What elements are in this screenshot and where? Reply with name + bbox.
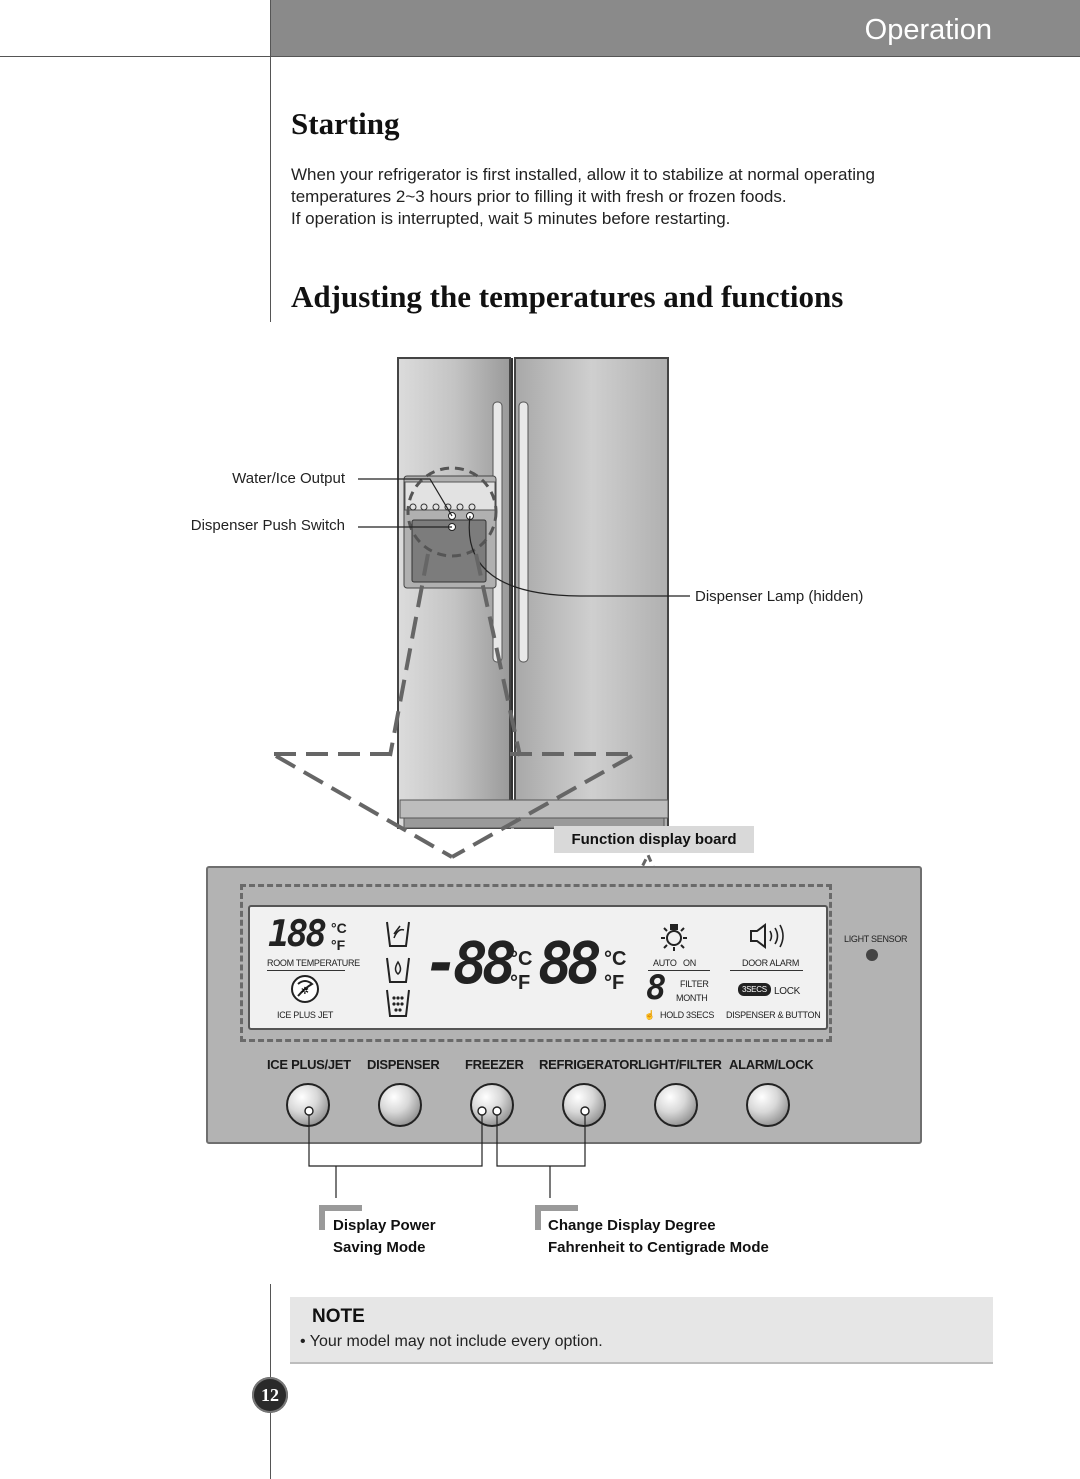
header-rule — [0, 56, 1080, 57]
note-title: NOTE — [312, 1306, 365, 1327]
freezer-door — [397, 357, 511, 829]
fridge-unit-c: °C — [604, 948, 627, 970]
fridge-digits: 88 — [538, 929, 602, 997]
filter-digit: 8 — [646, 968, 667, 1008]
svg-text:✲: ✲ — [301, 986, 309, 997]
display-highlight — [240, 884, 832, 1042]
on-label: ON — [683, 958, 696, 968]
light-filter-button[interactable] — [654, 1083, 698, 1127]
water-ice-output-label: Water/Ice Output — [232, 470, 345, 487]
fridge-unit-f: °F — [604, 972, 625, 994]
freezer-digits: -88 — [424, 929, 517, 997]
freezer-unit-f: °F — [510, 972, 531, 994]
note-text: • Your model may not include every optio… — [300, 1333, 603, 1350]
ice-plus-jet-label: ICE PLUS/JET — [267, 1057, 351, 1072]
header-bar — [271, 0, 1080, 56]
3secs-badge: 3SECS — [738, 983, 771, 996]
ice-plus-jet-button[interactable] — [286, 1083, 330, 1127]
dispenser-button-label: DISPENSER & BUTTON — [726, 1010, 821, 1020]
alarm-lock-button-text: ALARM/LOCK — [729, 1057, 814, 1072]
dispenser-lamp-label: Dispenser Lamp (hidden) — [695, 588, 864, 605]
room-temp-c: °C — [331, 920, 347, 936]
light-sensor — [866, 949, 878, 961]
margin-rule — [270, 0, 271, 322]
freezer-button[interactable] — [470, 1083, 514, 1127]
dispenser-button[interactable] — [378, 1083, 422, 1127]
refrigerator-button[interactable] — [562, 1083, 606, 1127]
display-power-saving-mode: Display Power Saving Mode — [333, 1217, 436, 1256]
adjusting-heading: Adjusting the temperatures and functions — [291, 279, 844, 314]
month-label: MONTH — [676, 993, 708, 1003]
starting-body: When your refrigerator is first installe… — [291, 164, 991, 230]
fridge-handle — [518, 401, 529, 663]
dispenser-icons — [386, 921, 410, 1017]
starting-line-1: When your refrigerator is first installe… — [291, 165, 875, 184]
speaker-icon — [750, 923, 784, 949]
hold-3secs-label: HOLD 3SECS — [660, 1010, 715, 1020]
page-number: 12 — [252, 1377, 288, 1413]
auto-label: AUTO — [653, 958, 677, 968]
light-filter-button-text: LIGHT/FILTER — [638, 1057, 722, 1072]
filter-label: FILTER — [680, 979, 709, 989]
ice-plus-label: ICE PLUS — [277, 1010, 316, 1020]
light-sensor-label: LIGHT SENSOR — [844, 934, 908, 944]
note-box — [290, 1297, 993, 1364]
starting-heading: Starting — [291, 106, 400, 141]
starting-line-2: temperatures 2~3 hours prior to filling … — [291, 187, 787, 206]
starting-line-3: If operation is interrupted, wait 5 minu… — [291, 209, 731, 228]
combination-connectors — [304, 1106, 590, 1230]
room-temperature-label: ROOM TEMPERATURE — [267, 958, 360, 968]
dispenser-button-text: DISPENSER — [367, 1057, 440, 1072]
dispenser-push-switch-label: Dispenser Push Switch — [190, 517, 345, 534]
alarm-lock-button[interactable] — [746, 1083, 790, 1127]
door-alarm-label: DOOR ALARM — [742, 958, 800, 968]
freezer-button-text: FREEZER — [465, 1057, 524, 1072]
change-display-degree-mode: Change Display Degree Fahrenheit to Cent… — [548, 1217, 769, 1256]
function-display-board-label: Function display board — [554, 826, 754, 853]
room-temp-f: °F — [331, 937, 346, 953]
room-temp-digits: 188 — [268, 914, 327, 955]
freezer-unit-c: °C — [510, 948, 533, 970]
ice-plus-icon: ✲ — [291, 975, 319, 1003]
section-title: Operation — [864, 14, 992, 46]
refrigerator-illustration — [274, 357, 690, 859]
lock-label: LOCK — [774, 986, 801, 997]
hand-icon: ☝ — [644, 1010, 655, 1020]
lcd-display — [248, 905, 828, 1030]
refrigerator-button-text: REFRIGERATOR — [539, 1057, 639, 1072]
light-icon — [661, 924, 687, 951]
jet-label: JET — [318, 1010, 334, 1020]
fridge-door — [514, 357, 669, 829]
